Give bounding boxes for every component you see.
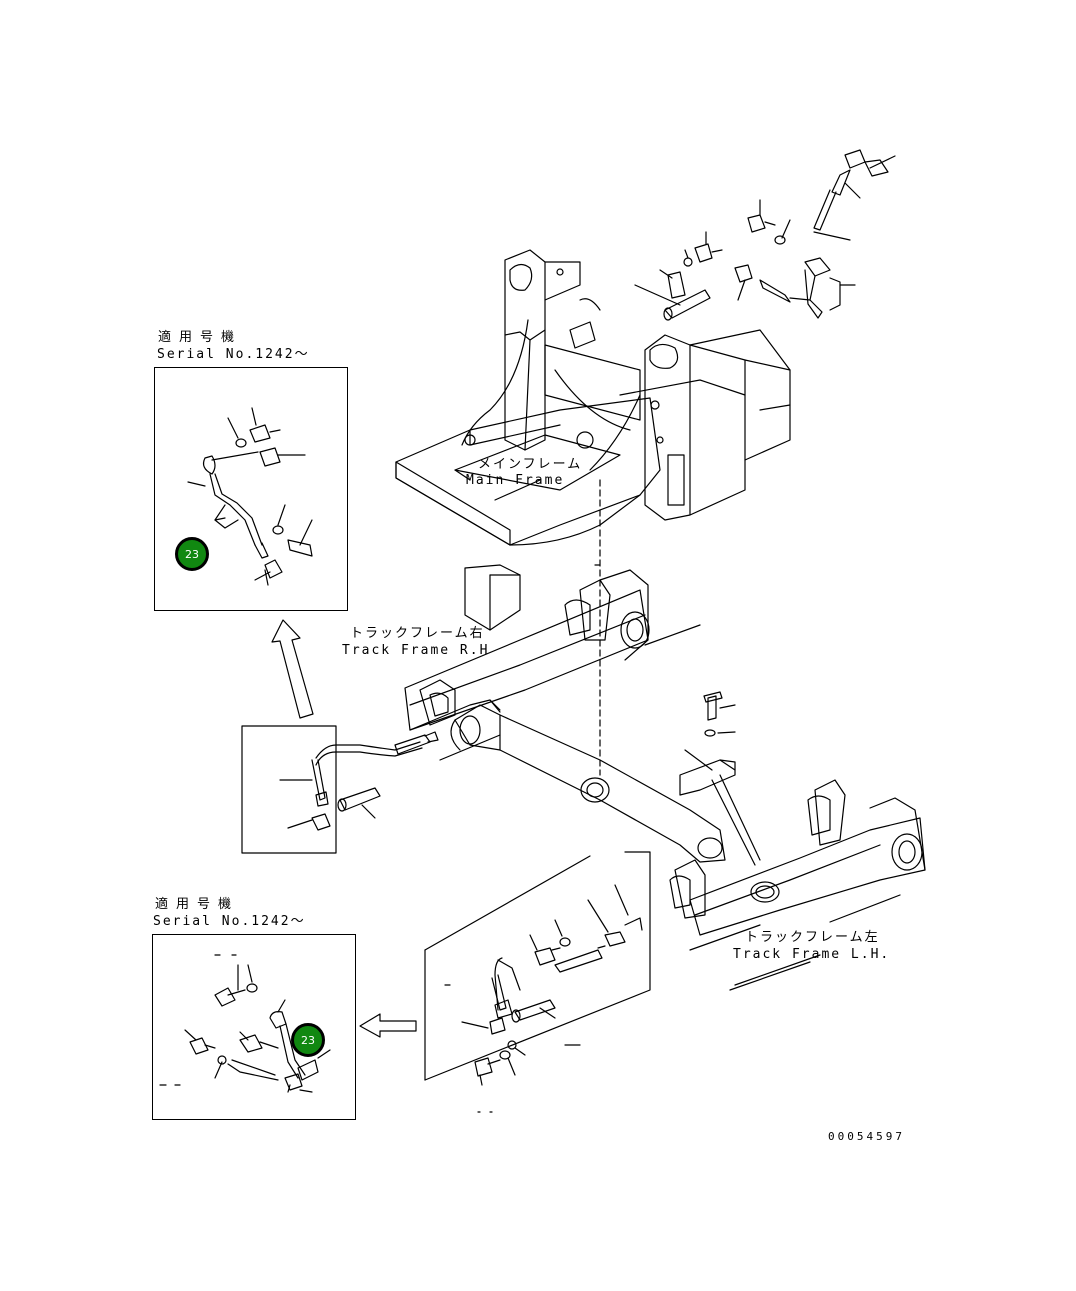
arrow-left-icon [359, 1013, 417, 1038]
upper-right-hose-parts [634, 149, 896, 321]
lh-cover-parts [679, 691, 761, 866]
callout-badge-bottom[interactable]: 23 [291, 1023, 325, 1057]
bottom-inset-serial-label: Serial No.1242～ [153, 914, 306, 929]
track-frame-lh-en-label: Track Frame L.H. [733, 947, 891, 962]
track-frame-lh-jp-label: トラックフレーム左 [745, 930, 880, 945]
main-frame-en-label: Main Frame [466, 473, 565, 488]
main-frame-jp-label: メインフレーム [478, 457, 583, 472]
middle-inset-hose-parts [279, 731, 439, 831]
lower-center-hose-parts [424, 851, 651, 1113]
top-inset-applicable-label: 適用号機 [158, 330, 243, 345]
bottom-inset-frame [152, 934, 356, 1120]
top-inset-frame [154, 367, 348, 611]
top-inset-hose-parts [187, 407, 313, 586]
bottom-inset-applicable-label: 適用号機 [155, 897, 240, 912]
main-frame-drawing [395, 249, 791, 546]
equalizer-bar-drawing [450, 699, 726, 863]
top-inset-serial-label: Serial No.1242～ [157, 347, 310, 362]
track-frame-lh-drawing [669, 779, 926, 991]
middle-inset-frame [241, 725, 337, 854]
bottom-inset-hose-parts [159, 954, 331, 1093]
track-frame-rh-jp-label: トラックフレーム右 [350, 626, 485, 641]
track-frame-rh-en-label: Track Frame R.H [342, 643, 490, 658]
arrow-up-icon [271, 619, 314, 719]
track-frame-rh-drawing [404, 564, 701, 761]
drawing-number: 00054597 [828, 1130, 905, 1143]
callout-badge-top[interactable]: 23 [175, 537, 209, 571]
